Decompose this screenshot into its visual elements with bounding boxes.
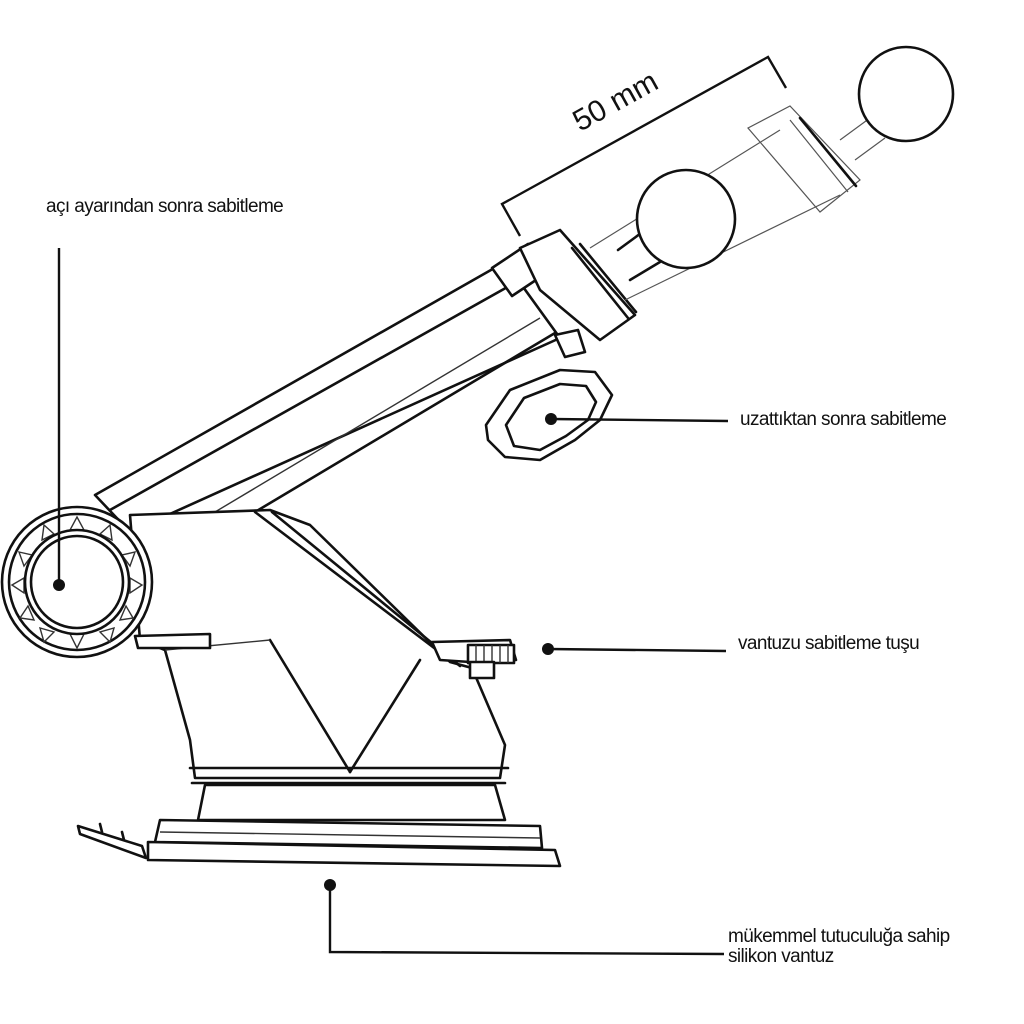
suction-lock-button (430, 638, 518, 680)
callout-leaders (57, 248, 729, 956)
label-suction-cup-line2: silikon vantuz (728, 946, 834, 967)
silicone-suction-cup (76, 783, 562, 891)
mount-base-body (128, 508, 510, 785)
ball-joint-extended (857, 45, 955, 143)
dimension-label: 50 mm (567, 65, 663, 138)
extended-arm-section (589, 105, 886, 301)
label-angle-lock: açı ayarından sonra sabitleme (46, 196, 283, 217)
label-extension-lock: uzattıktan sonra sabitleme (740, 409, 946, 430)
telescopic-arm (93, 228, 638, 534)
label-suction-cup-line1: mükemmel tutuculuğa sahip (728, 926, 950, 947)
ball-joint (616, 168, 737, 282)
angle-lock-joint (0, 505, 154, 659)
extension-lock-knob (484, 368, 614, 462)
label-suction-lock-button: vantuzu sabitleme tuşu (738, 633, 919, 654)
